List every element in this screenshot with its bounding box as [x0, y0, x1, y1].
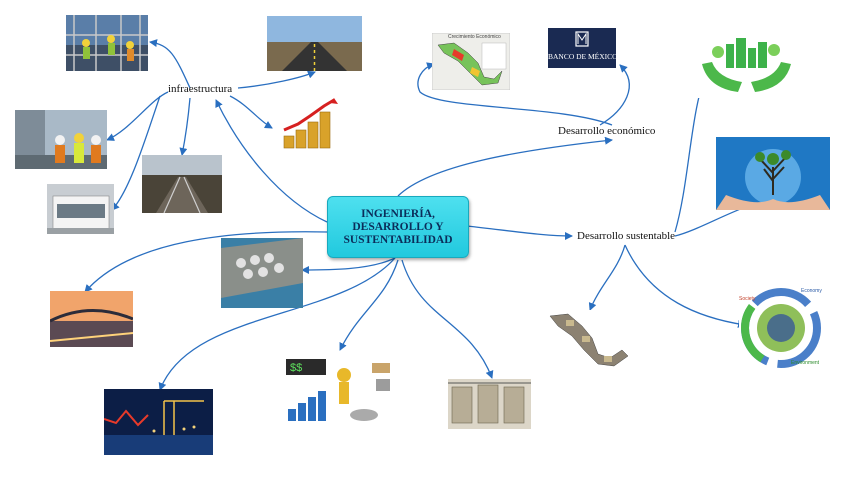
branch-label-desarrollo-sustentable: Desarrollo sustentable: [577, 230, 676, 242]
arrow-central-sustentable: [466, 225, 573, 240]
bridge-highway-image: [50, 291, 133, 347]
arrow-sust-cycle: [624, 244, 746, 328]
cycle-label-environment: Environment: [791, 360, 820, 366]
arrow-economico-banxico: [599, 64, 630, 126]
engineers-helmets-image: [15, 110, 107, 169]
tree-in-hands-image: [716, 137, 830, 210]
arrow-central-bridge: [84, 231, 328, 293]
railway-tracks-image: [142, 155, 222, 213]
central-topic-node: INGENIERÍA, DESARROLLO Y SUSTENTABILIDAD: [327, 196, 469, 258]
cycle-label-economy: Economy: [801, 288, 822, 294]
highway-road-image: [267, 16, 362, 71]
banco-de-mexico-logo: BANCO DE MÉXICO: [548, 28, 616, 68]
mexico-collage-map-image: [548, 310, 630, 370]
central-topic-line-1: INGENIERÍA,: [361, 207, 435, 220]
arrow-central-crane: [158, 257, 396, 391]
coins-growth-image: [280, 98, 340, 150]
central-topic-line-3: SUSTENTABILIDAD: [343, 233, 453, 246]
mexico-economic-map-image: Crecimiento Económico: [432, 33, 510, 90]
svg-text:$$: $$: [290, 362, 302, 374]
arrow-infra-road: [237, 70, 316, 89]
arrow-central-infra: [215, 99, 328, 223]
cycle-label-society: Society: [739, 296, 756, 302]
arrow-infra-engineers: [106, 91, 169, 141]
branch-label-desarrollo-economico: Desarrollo económico: [558, 125, 656, 137]
port-aerial-image: [221, 238, 303, 308]
modern-building-image: [47, 184, 114, 234]
central-topic-line-2: DESARROLLO Y: [352, 220, 444, 233]
map-title-text: Crecimiento Económico: [448, 34, 501, 40]
arrow-sust-mexico: [588, 244, 626, 311]
money-bills-image: [448, 379, 531, 429]
arrow-infra-building: [111, 95, 161, 211]
industrial-crane-night-image: [104, 389, 213, 455]
construction-workers-image: [66, 15, 148, 71]
finance-graphic-image: $$: [284, 353, 396, 426]
branch-label-infraestructura: infraestructura: [168, 83, 233, 95]
arrow-infra-workers: [149, 39, 191, 89]
arrow-central-money: [401, 259, 494, 379]
arrow-central-finance: [339, 259, 399, 351]
sustainability-cycle-image: Society Economy Environment: [739, 286, 823, 370]
arrow-central-port: [301, 257, 396, 274]
banxico-logo-text: BANCO DE MÉXICO: [548, 52, 616, 61]
arrow-infra-rail: [179, 97, 191, 156]
arrow-infra-coins: [229, 95, 273, 129]
arrow-central-economico: [397, 136, 613, 197]
green-hands-city-image: [698, 30, 795, 98]
arrow-economico-map: [417, 62, 613, 126]
